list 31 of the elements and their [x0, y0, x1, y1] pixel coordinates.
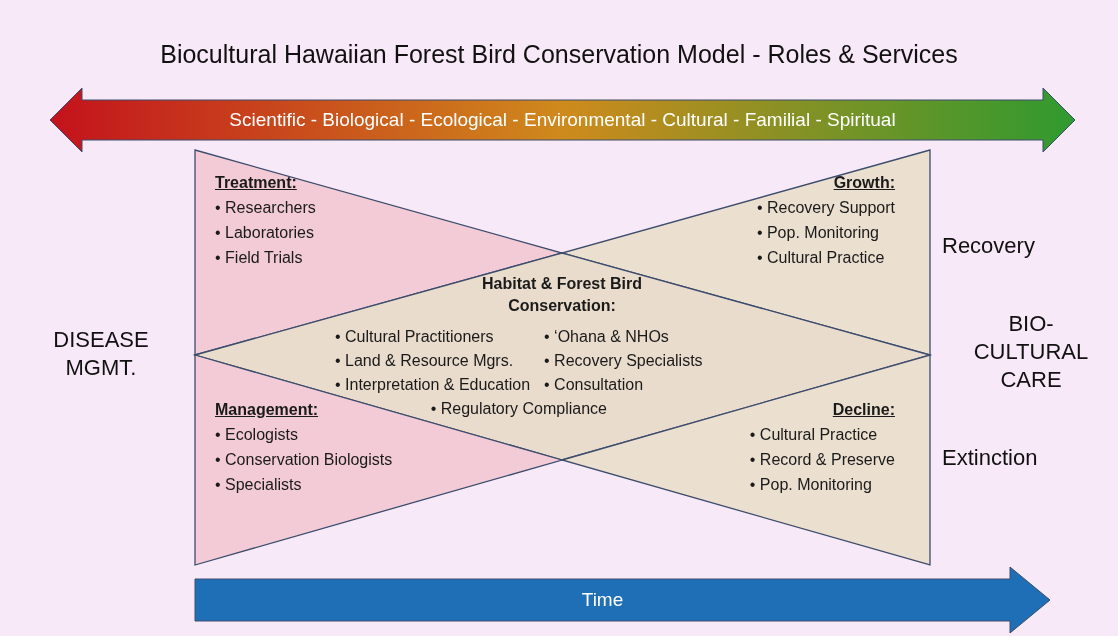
list-item: • Recovery Specialists	[544, 351, 703, 371]
list-item: • Cultural Practice	[749, 425, 878, 445]
arrow-label: Time	[580, 588, 625, 612]
list-item: • Interpretation & Education	[335, 375, 531, 395]
list-item: • Ecologists	[215, 425, 298, 445]
list-item: • Regulatory Compliance	[430, 399, 607, 419]
list-item: • Record & Preserve	[749, 450, 895, 470]
side-label: Extinction	[942, 444, 1039, 472]
section-heading: Habitat & Forest Bird Conservation:	[481, 274, 643, 316]
list-item: • Pop. Monitoring	[749, 475, 872, 495]
list-item: • Land & Resource Mgrs.	[335, 351, 515, 371]
section-heading: Decline:	[832, 400, 895, 420]
section-heading: Growth:	[833, 173, 895, 193]
list-item: • Pop. Monitoring	[756, 223, 879, 243]
arrow-label: Scientific - Biological - Ecological - Environmental - Cultural - Familial - Spiritual	[228, 108, 897, 132]
list-item: • Field Trials	[215, 248, 303, 268]
list-item: • Recovery Support	[756, 198, 895, 218]
list-item: • Researchers	[215, 198, 316, 218]
list-item: • Cultural Practice	[756, 248, 885, 268]
list-item: • Specialists	[215, 475, 302, 495]
list-item: • Consultation	[544, 375, 645, 395]
list-item: • Cultural Practitioners	[335, 327, 495, 347]
diagram-title: Biocultural Hawaiian Forest Bird Conservation Model - Roles & Services	[159, 40, 959, 69]
list-item: • Conservation Biologists	[215, 450, 393, 470]
list-item: • Laboratories	[215, 223, 314, 243]
section-heading: Management:	[215, 400, 319, 420]
section-heading: Treatment:	[215, 173, 297, 193]
list-item: • ‘Ohana & NHOs	[544, 327, 670, 347]
side-label: DISEASE MGMT.	[52, 326, 150, 382]
side-label: BIO- CULTURAL CARE	[972, 310, 1090, 394]
side-label: Recovery	[942, 232, 1036, 260]
